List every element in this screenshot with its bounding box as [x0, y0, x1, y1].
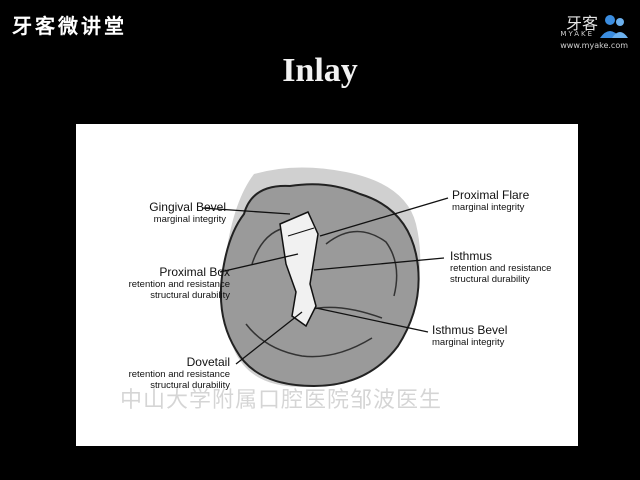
- leader-proximal-flare: [319, 197, 449, 237]
- tooth-illustration: [201, 167, 449, 388]
- leader-isthmus: [313, 257, 445, 271]
- slide-title: Inlay: [282, 52, 358, 89]
- leader-dovetail: [235, 311, 303, 365]
- myake-logo: 牙客 MYAKE www.myake.com: [542, 10, 632, 50]
- label-isthmus: Isthmus retention and resistance structu…: [450, 249, 552, 285]
- leader-gingival-bevel: [201, 207, 291, 215]
- label-dovetail: Dovetail retention and resistance struct…: [128, 355, 230, 391]
- label-gingival-bevel: Gingival Bevel marginal integrity: [149, 200, 226, 225]
- brand-logo-text: 牙客微讲堂: [12, 14, 127, 38]
- leader-isthmus-bevel: [315, 307, 429, 333]
- label-isthmus-bevel: Isthmus Bevel marginal integrity: [432, 323, 508, 348]
- logo-cn-text: 牙客: [565, 14, 598, 33]
- label-proximal-flare: Proximal Flare marginal integrity: [452, 188, 530, 213]
- logo-url-text: www.myake.com: [560, 41, 628, 50]
- label-proximal-box: Proximal Box retention and resistance st…: [128, 265, 230, 301]
- watermark-text: 中山大学附属口腔医院邹波医生: [120, 388, 443, 413]
- logo-en-text: MYAKE: [560, 30, 594, 38]
- people-icon: [600, 15, 628, 38]
- diagram-panel: Gingival Bevel marginal integrity Proxim…: [76, 124, 578, 446]
- leader-proximal-box: [219, 253, 299, 273]
